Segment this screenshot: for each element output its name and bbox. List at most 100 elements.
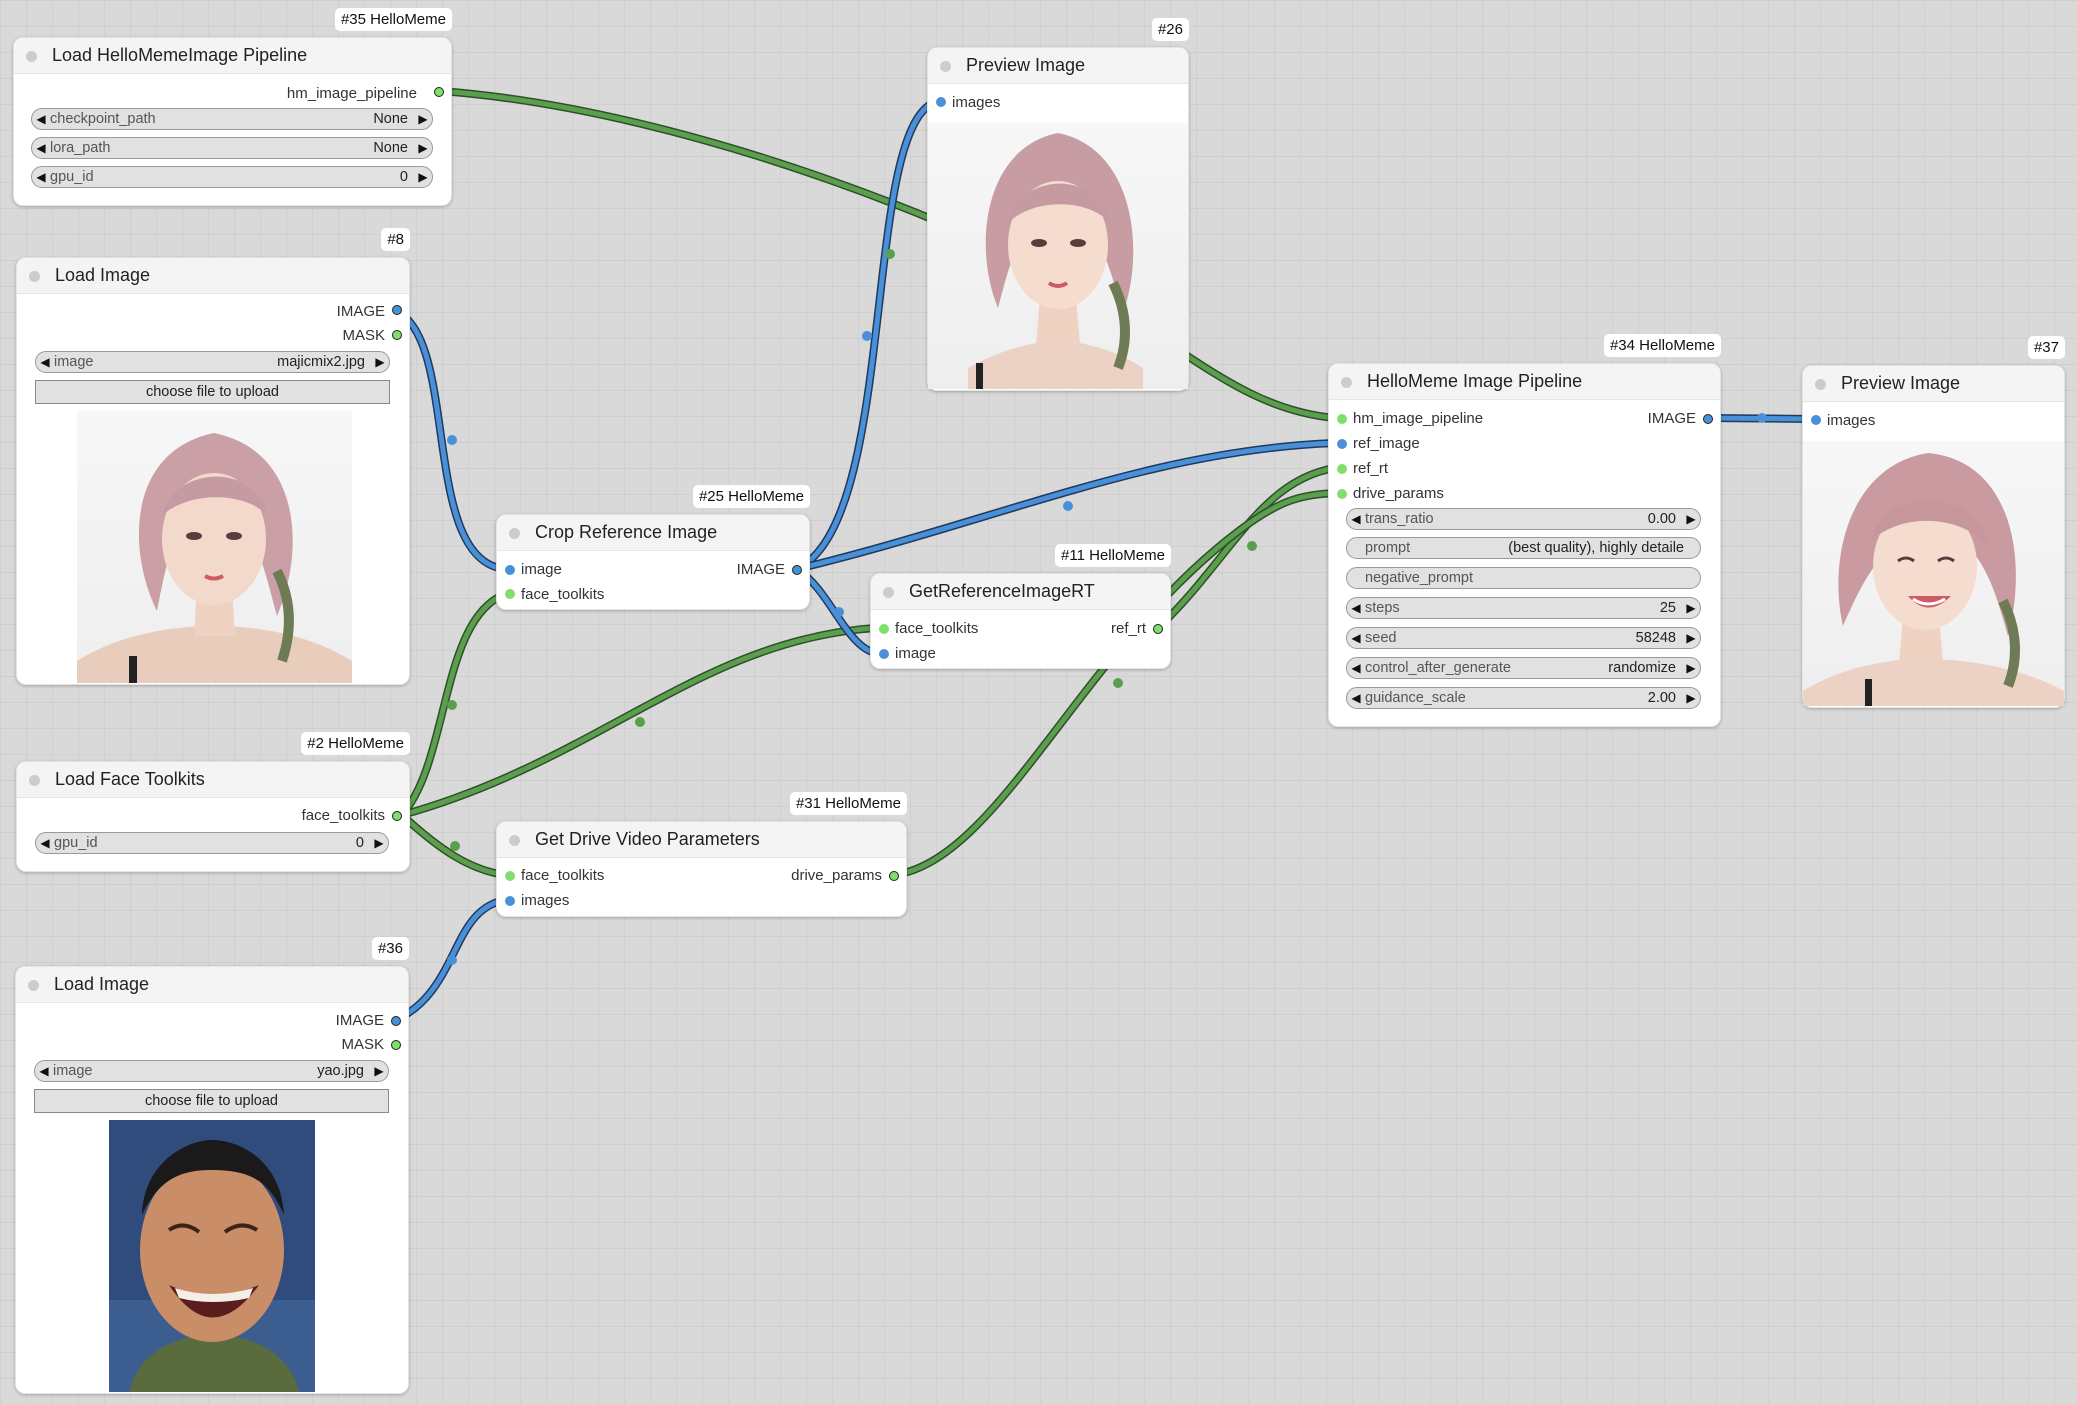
output-dot-image[interactable] (1703, 414, 1713, 424)
increment-arrow-icon[interactable]: ▶ (1686, 661, 1696, 675)
output-label-image: IMAGE (335, 1012, 384, 1029)
portrait-image (1803, 453, 2064, 706)
widget-negative-prompt[interactable]: negative_prompt (1346, 567, 1701, 589)
output-dot-hm-image-pipeline[interactable] (434, 87, 444, 97)
increment-arrow-icon[interactable]: ▶ (418, 170, 428, 184)
link-face-to-getref (398, 624, 879, 819)
decrement-arrow-icon[interactable]: ◀ (36, 112, 46, 126)
input-dot-hm-image-pipeline[interactable] (1337, 414, 1347, 424)
collapse-dot-icon[interactable] (509, 528, 520, 539)
upload-button[interactable]: choose file to upload (35, 380, 390, 404)
input-dot-face-toolkits[interactable] (505, 589, 515, 599)
collapse-dot-icon[interactable] (509, 835, 520, 846)
node-title-bar[interactable]: Load Image (17, 258, 409, 294)
output-dot-image[interactable] (392, 305, 402, 315)
output-label-image: IMAGE (336, 303, 385, 320)
input-dot-drive-params[interactable] (1337, 489, 1347, 499)
widget-label: lora_path (50, 140, 111, 156)
input-dot-face-toolkits[interactable] (505, 871, 515, 881)
node-preview-image-37[interactable]: #37 Preview Image images (1802, 336, 2065, 708)
decrement-arrow-icon[interactable]: ◀ (40, 836, 50, 850)
node-title-bar[interactable]: Load Face Toolkits (17, 762, 409, 798)
node-title-bar[interactable]: Preview Image (928, 48, 1188, 84)
increment-arrow-icon[interactable]: ▶ (418, 141, 428, 155)
decrement-arrow-icon[interactable]: ◀ (1351, 601, 1361, 615)
link-face-to-crop (398, 590, 509, 819)
collapse-dot-icon[interactable] (28, 980, 39, 991)
widget-value: None (373, 111, 408, 127)
input-dot-images[interactable] (505, 896, 515, 906)
input-dot-ref-rt[interactable] (1337, 464, 1347, 474)
increment-arrow-icon[interactable]: ▶ (418, 112, 428, 126)
input-dot-face-toolkits[interactable] (879, 624, 889, 634)
decrement-arrow-icon[interactable]: ◀ (36, 170, 46, 184)
collapse-dot-icon[interactable] (1815, 379, 1826, 390)
node-title-bar[interactable]: Get Drive Video Parameters (497, 822, 906, 858)
node-title-bar[interactable]: GetReferenceImageRT (871, 574, 1170, 610)
collapse-dot-icon[interactable] (29, 775, 40, 786)
portrait-image (968, 133, 1143, 389)
increment-arrow-icon[interactable]: ▶ (1686, 691, 1696, 705)
node-title-bar[interactable]: Crop Reference Image (497, 515, 809, 551)
output-dot-face-toolkits[interactable] (392, 811, 402, 821)
increment-arrow-icon[interactable]: ▶ (374, 1064, 384, 1078)
increment-arrow-icon[interactable]: ▶ (1686, 601, 1696, 615)
node-get-reference-image-rt[interactable]: #11 HelloMeme GetReferenceImageRT face_t… (870, 544, 1171, 669)
node-get-drive-video-parameters[interactable]: #31 HelloMeme Get Drive Video Parameters… (496, 792, 907, 917)
collapse-dot-icon[interactable] (1341, 377, 1352, 388)
increment-arrow-icon[interactable]: ▶ (374, 836, 384, 850)
node-load-face-toolkits[interactable]: #2 HelloMeme Load Face Toolkits face_too… (16, 732, 410, 872)
portrait-image (77, 433, 352, 683)
node-title-bar[interactable]: Preview Image (1803, 366, 2064, 402)
decrement-arrow-icon[interactable]: ◀ (1351, 691, 1361, 705)
node-title-bar[interactable]: Load HelloMemeImage Pipeline (14, 38, 451, 74)
decrement-arrow-icon[interactable]: ◀ (39, 1064, 49, 1078)
output-dot-drive-params[interactable] (889, 871, 899, 881)
output-dot-image[interactable] (391, 1016, 401, 1026)
collapse-dot-icon[interactable] (883, 587, 894, 598)
decrement-arrow-icon[interactable]: ◀ (1351, 661, 1361, 675)
increment-arrow-icon[interactable]: ▶ (1686, 631, 1696, 645)
collapse-dot-icon[interactable] (940, 61, 951, 72)
collapse-dot-icon[interactable] (29, 271, 40, 282)
input-dot-image[interactable] (879, 649, 889, 659)
increment-arrow-icon[interactable]: ▶ (1686, 512, 1696, 526)
node-title-bar[interactable]: HelloMeme Image Pipeline (1329, 364, 1720, 400)
node-title: Load Image (54, 974, 150, 994)
upload-button[interactable]: choose file to upload (34, 1089, 389, 1113)
widget-prompt[interactable]: prompt(best quality), highly detaile (1346, 537, 1701, 559)
increment-arrow-icon[interactable]: ▶ (375, 355, 385, 369)
node-hellomeme-image-pipeline[interactable]: #34 HelloMeme HelloMeme Image Pipeline h… (1328, 334, 1721, 727)
decrement-arrow-icon[interactable]: ◀ (40, 355, 50, 369)
decrement-arrow-icon[interactable]: ◀ (1351, 512, 1361, 526)
output-dot-mask[interactable] (392, 330, 402, 340)
node-title-bar[interactable]: Load Image (16, 967, 408, 1003)
node-preview-image-26[interactable]: #26 Preview Image images (927, 18, 1189, 391)
output-dot-mask[interactable] (391, 1040, 401, 1050)
output-dot-image[interactable] (792, 565, 802, 575)
input-dot-images[interactable] (1811, 415, 1821, 425)
node-crop-reference-image[interactable]: #25 HelloMeme Crop Reference Image image… (496, 485, 810, 610)
input-dot-images[interactable] (936, 97, 946, 107)
decrement-arrow-icon[interactable]: ◀ (36, 141, 46, 155)
node-load-hellomeme-image-pipeline[interactable]: #35 HelloMeme Load HelloMemeImage Pipeli… (13, 8, 452, 206)
decrement-arrow-icon[interactable]: ◀ (1351, 631, 1361, 645)
input-dot-image[interactable] (505, 565, 515, 575)
output-dot-ref-rt[interactable] (1153, 624, 1163, 634)
input-dot-ref-image[interactable] (1337, 439, 1347, 449)
widget-label: image (54, 354, 94, 370)
collapse-dot-icon[interactable] (26, 51, 37, 62)
